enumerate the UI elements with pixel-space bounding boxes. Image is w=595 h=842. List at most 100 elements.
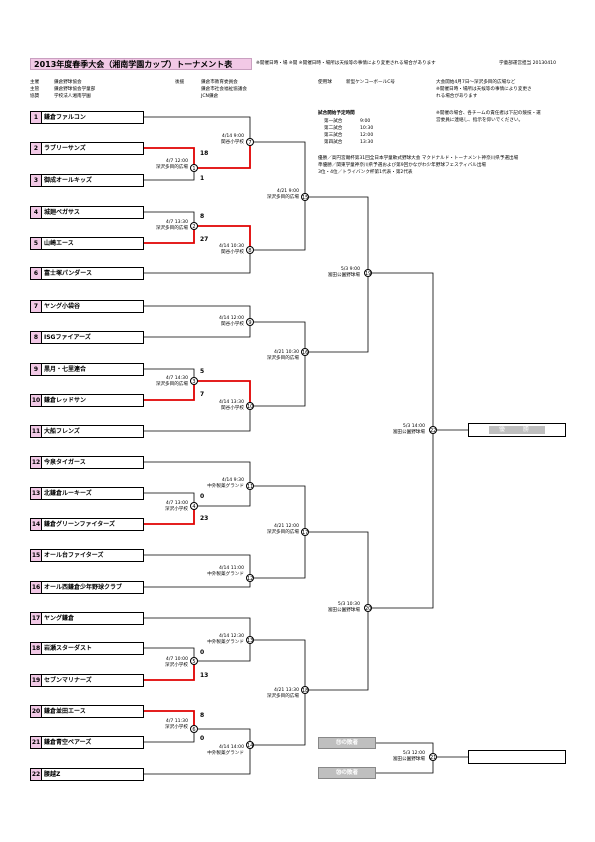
- game-venue: 中外製薬グランド: [207, 571, 244, 577]
- advancement-note: 3位・4位／トライバンク杯第1代表・第2代表: [318, 170, 413, 175]
- game-date: 4/21 12:00: [273, 524, 299, 529]
- score: 0: [200, 649, 205, 656]
- team-name: ヤング小袋谷: [44, 303, 81, 310]
- team-number: 20: [31, 706, 42, 717]
- game-number: 6: [190, 725, 198, 733]
- team-number: 12: [31, 457, 42, 468]
- game-date: 4/14 9:00: [221, 134, 244, 139]
- note-rain: ※開催日時・場所は天候等の事情により変更さ: [436, 87, 532, 92]
- team-name: 富士塚パンダース: [44, 270, 93, 277]
- ball-label: 使用球: [318, 80, 332, 85]
- game-venue: 深沢多目的広場: [155, 164, 188, 170]
- game-date: 5/3 12:00: [402, 751, 425, 756]
- score: 5: [200, 368, 205, 375]
- organizer-label: 協賛: [30, 94, 40, 99]
- score: 13: [200, 672, 209, 679]
- sponsor-value: JCN鎌倉: [201, 94, 219, 99]
- score: 0: [200, 493, 205, 500]
- score: 7: [200, 391, 205, 398]
- score: 8: [200, 213, 205, 220]
- game-number: 13: [246, 636, 254, 644]
- game-number: 14: [246, 741, 254, 749]
- game-number: 8: [246, 246, 254, 254]
- game-venue: 深沢多目的広場: [266, 529, 299, 535]
- game-number: 20: [364, 604, 372, 612]
- game-number: 5: [190, 657, 198, 665]
- champion-slot: 優 勝: [468, 423, 566, 437]
- game-date: 4/7 14:30: [165, 376, 188, 381]
- team-name: 今泉タイガース: [44, 459, 86, 466]
- team-name: オール西鎌倉少年野球クラブ: [44, 584, 123, 591]
- team-name: 大船フレンズ: [44, 428, 80, 435]
- organizer-label: 主催: [30, 80, 40, 85]
- team-name: ラブリーサンズ: [44, 145, 86, 152]
- schedule-title: 試合開始予定時間: [318, 111, 355, 116]
- game-venue: 深沢多目的広場: [155, 381, 188, 387]
- game-date: 4/7 10:00: [165, 657, 188, 662]
- game-date: 4/14 11:00: [218, 566, 244, 571]
- game-venue: 関谷小学校: [221, 405, 244, 411]
- loser-slot: ⑳の敗者: [318, 767, 376, 779]
- team-number: 22: [31, 769, 42, 780]
- team-number: 18: [31, 643, 42, 654]
- team-name: オール台ファイターズ: [44, 552, 104, 559]
- note-rain: 大会開始4月7日～深沢多目的広場など: [436, 80, 516, 85]
- game-venue: 富田公園野球場: [392, 756, 425, 762]
- team-name: 山崎エース: [44, 240, 74, 247]
- schedule-label: 第四試合: [324, 140, 343, 145]
- advancement-note: 優勝／高円宮賜杯第31回全日本学童軟式野球大会 マクドナルド・トーナメント神奈川…: [318, 156, 519, 161]
- game-date: 4/14 14:00: [218, 745, 244, 750]
- game-number: 12: [246, 574, 254, 582]
- organizer-value: 学校法人湘南学園: [54, 94, 91, 99]
- sponsor-value: 鎌倉市社会福祉協議会: [201, 87, 247, 92]
- game-number: 19: [364, 269, 372, 277]
- champion-label: 優 勝: [489, 426, 545, 434]
- game-venue: 深沢小学校: [165, 506, 188, 512]
- game-date: 5/3 14:00: [402, 424, 425, 429]
- game-number: 17: [301, 528, 309, 536]
- game-venue: 中外製薬グランド: [207, 639, 244, 645]
- sponsor-label: 後援: [175, 80, 185, 85]
- team-name: セブンマリナーズ: [44, 677, 92, 684]
- game-number: 11: [246, 482, 254, 490]
- organizer-value: 鎌倉野球協会学童部: [54, 87, 96, 92]
- game-date: 4/7 13:30: [165, 220, 188, 225]
- score: 0: [200, 735, 205, 742]
- team-name: ISGファイアーズ: [44, 334, 91, 341]
- game-venue: 富田公園野球場: [327, 272, 360, 278]
- score: 18: [200, 150, 209, 157]
- bracket-winner: [144, 142, 251, 729]
- top-note: ※開催日時・場 ※開 ※開催日時・場所は天候等の事情により変更される場合がありま…: [256, 61, 436, 66]
- organizer-value: 鎌倉野球協会: [54, 80, 82, 85]
- game-date: 4/14 12:30: [218, 634, 244, 639]
- game-date: 4/14 13:30: [218, 400, 244, 405]
- schedule-time: 13:30: [360, 140, 374, 145]
- schedule-time: 9:00: [360, 119, 371, 124]
- ball-value: 新型ケンコーボールC号: [346, 80, 396, 85]
